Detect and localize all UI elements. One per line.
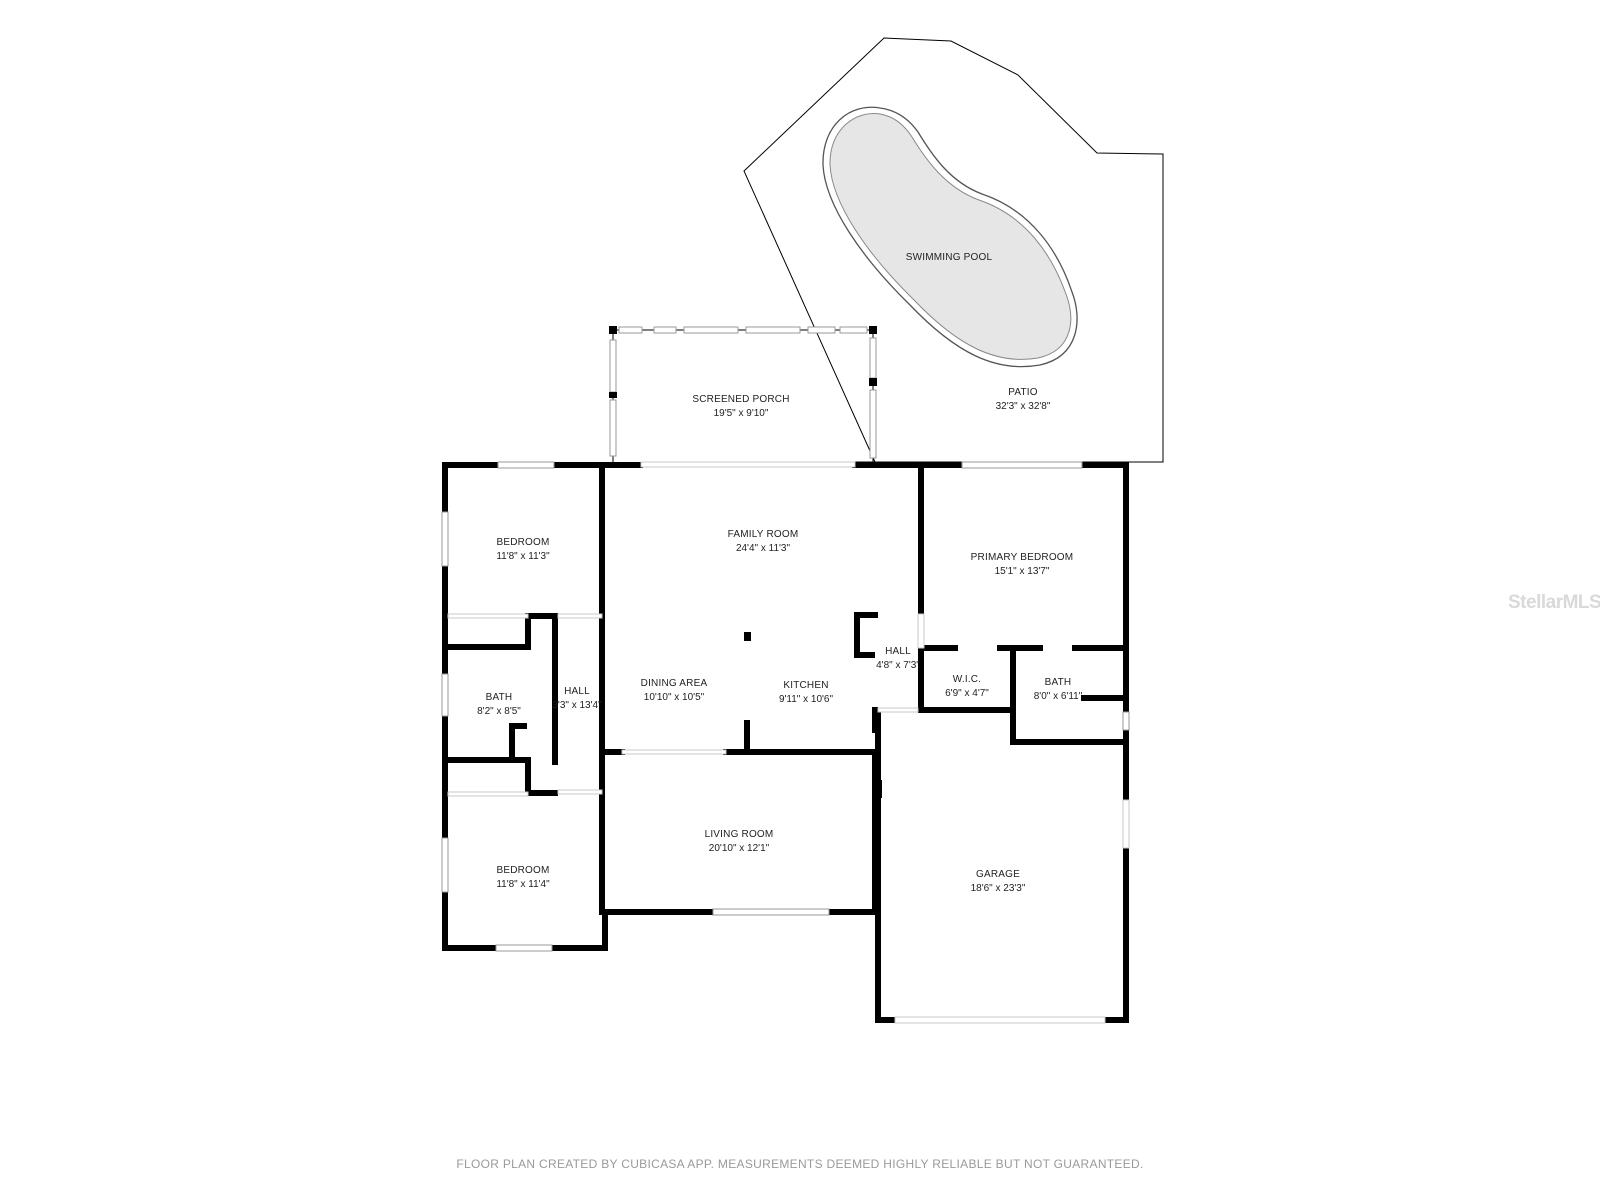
footer-disclaimer: FLOOR PLAN CREATED BY CUBICASA APP. MEAS… xyxy=(456,1157,1144,1171)
room-labels: SWIMMING POOL PATIO 32'3" x 32'8" SCREEN… xyxy=(477,252,1083,894)
living-room-label: LIVING ROOM xyxy=(705,829,774,840)
wic-label: W.I.C. xyxy=(953,674,981,685)
bath-left-dim: 8'2" x 8'5" xyxy=(477,706,521,717)
walls xyxy=(442,462,1129,1023)
windows xyxy=(441,461,1130,1024)
garage-label: GARAGE xyxy=(976,869,1020,880)
hall-right-label: HALL xyxy=(885,646,911,657)
family-room-dim: 24'4" x 11'3" xyxy=(736,543,791,554)
kitchen-label: KITCHEN xyxy=(783,680,828,691)
garage-dim: 18'6" x 23'3" xyxy=(971,883,1026,894)
screened-porch xyxy=(609,326,877,462)
kitchen-dim: 9'11" x 10'6" xyxy=(779,694,834,705)
bedroom-1-label: BEDROOM xyxy=(496,537,549,548)
swimming-pool xyxy=(822,106,1078,368)
patio-label: PATIO xyxy=(1008,387,1038,398)
hall-left-label: HALL xyxy=(564,686,590,697)
hall-right-dim: 4'8" x 7'3" xyxy=(876,660,920,671)
primary-bedroom-dim: 15'1" x 13'7" xyxy=(995,566,1050,577)
bath-right-label: BATH xyxy=(1045,677,1072,688)
primary-bedroom-label: PRIMARY BEDROOM xyxy=(971,552,1074,563)
watermark-logo: StellarMLS xyxy=(1508,592,1600,613)
bath-right-dim: 8'0" x 6'11" xyxy=(1034,691,1083,702)
bath-left-label: BATH xyxy=(486,692,513,703)
bedroom-1-dim: 11'8" x 11'3" xyxy=(496,551,550,562)
bedroom-2-dim: 11'8" x 11'4" xyxy=(496,879,550,890)
dining-area-dim: 10'10" x 10'5" xyxy=(644,692,705,703)
patio-dim: 32'3" x 32'8" xyxy=(996,401,1051,412)
living-room-dim: 20'10" x 12'1" xyxy=(709,843,770,854)
screened-porch-dim: 19'5" x 9'10" xyxy=(714,408,769,419)
swimming-pool-label: SWIMMING POOL xyxy=(906,252,993,263)
screened-porch-label: SCREENED PORCH xyxy=(692,394,789,405)
dining-area-label: DINING AREA xyxy=(641,678,708,689)
family-room-label: FAMILY ROOM xyxy=(728,529,799,540)
hall-left-dim: 3'3" x 13'4" xyxy=(552,700,602,711)
patio-outline xyxy=(743,37,1164,463)
bedroom-2-label: BEDROOM xyxy=(496,865,549,876)
wic-dim: 6'9" x 4'7" xyxy=(945,688,989,699)
